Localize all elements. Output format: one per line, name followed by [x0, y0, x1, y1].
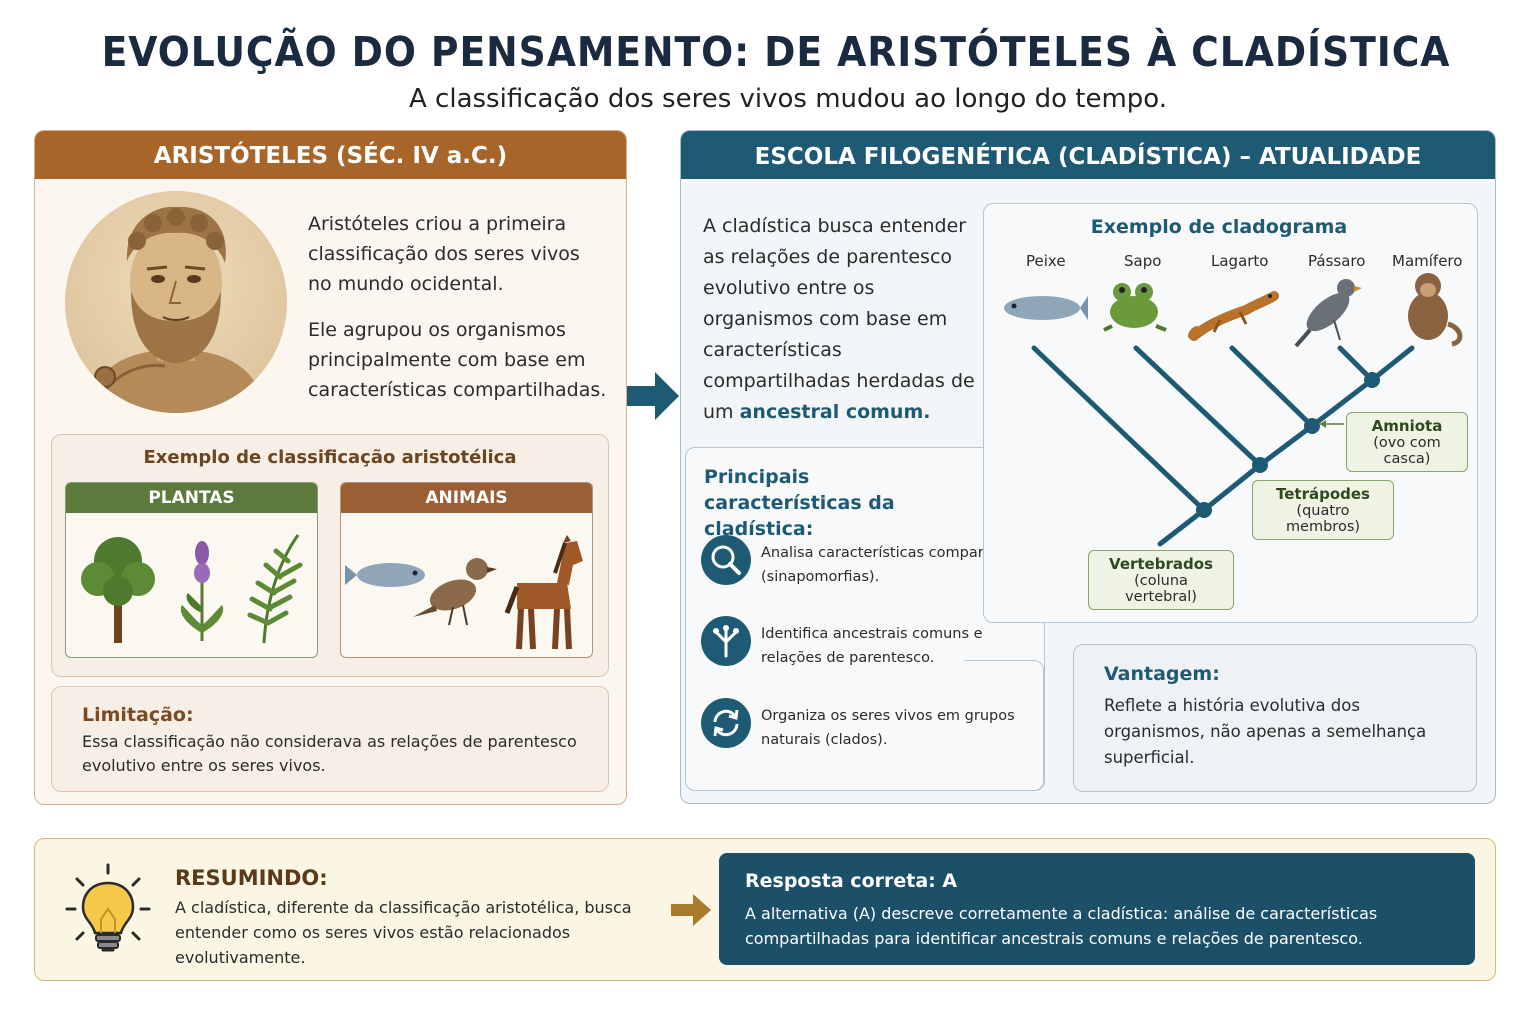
- taxon-label: Peixe: [1026, 252, 1066, 270]
- cycle-arrows-icon: [701, 698, 751, 748]
- aristotle-text-2: Ele agrupou os organismos principalmente…: [308, 319, 607, 401]
- bird-icon: [1294, 279, 1362, 348]
- arrow-right-icon: [671, 894, 711, 926]
- taxon-label: Pássaro: [1308, 252, 1366, 270]
- cladistics-intro-text: A cladística busca entender as relações …: [703, 215, 975, 423]
- plants-label: PLANTAS: [66, 483, 317, 513]
- aristotle-heading: ARISTÓTELES (SÉC. IV a.C.): [35, 131, 626, 179]
- answer-box: Resposta correta: A A alternativa (A) de…: [719, 853, 1475, 965]
- limitation-text: Essa classificação não considerava as re…: [82, 732, 577, 775]
- feature-item: Organiza os seres vivos em grupos natura…: [701, 698, 1041, 758]
- aristotle-text-1: Aristóteles criou a primeira classificaç…: [308, 213, 580, 295]
- plants-group: PLANTAS: [65, 482, 318, 658]
- cladogram-title: Exemplo de cladograma: [1090, 216, 1348, 238]
- summary-title: RESUMINDO:: [175, 866, 328, 890]
- clade-tag-tetrapodes: Tetrápodes (quatro membros): [1252, 480, 1394, 540]
- frog-icon: [1103, 283, 1167, 332]
- horse-icon: [504, 535, 583, 650]
- advantage-box: Vantagem: Reflete a história evolutiva d…: [1073, 644, 1477, 792]
- animals-group: ANIMAIS: [340, 482, 593, 658]
- clade-tag-vertebrados: Vertebrados (coluna vertebral): [1088, 550, 1234, 610]
- limitation-title: Limitação:: [82, 704, 194, 726]
- page-title: EVOLUÇÃO DO PENSAMENTO: DE ARISTÓTELES À…: [101, 28, 1451, 76]
- page-subtitle: A classificação dos seres vivos mudou ao…: [409, 84, 1167, 114]
- fish-icon: [1004, 296, 1088, 320]
- common-ancestor-highlight: ancestral comum.: [739, 401, 931, 423]
- summary-box: RESUMINDO: A cladística, diferente da cl…: [34, 838, 1496, 981]
- fern-icon: [247, 534, 303, 644]
- taxon-label: Lagarto: [1211, 252, 1269, 270]
- taxon-label: Sapo: [1124, 252, 1162, 270]
- aristotelian-example-box: Exemplo de classificação aristotélica PL…: [51, 434, 609, 677]
- tree-icon: [81, 537, 155, 643]
- lavender-flower-icon: [180, 541, 224, 641]
- feature-text: Organiza os seres vivos em grupos natura…: [761, 708, 1015, 748]
- advantage-title: Vantagem:: [1104, 663, 1220, 685]
- aristotle-description: Aristóteles criou a primeira classificaç…: [308, 209, 608, 421]
- cladistics-panel: ESCOLA FILOGENÉTICA (CLADÍSTICA) – ATUAL…: [680, 130, 1496, 804]
- monkey-icon: [1408, 273, 1463, 347]
- lightbulb-icon: [65, 863, 151, 952]
- lizard-icon: [1188, 291, 1279, 341]
- arrow-right-icon: [627, 372, 679, 420]
- answer-text: A alternativa (A) descreve corretamente …: [745, 904, 1378, 948]
- magnifier-icon: [701, 535, 751, 585]
- cladistics-intro: A cladística busca entender as relações …: [703, 211, 988, 428]
- branch-tree-icon: [701, 616, 751, 666]
- summary-text: A cladística, diferente da classificação…: [175, 898, 632, 967]
- feature-item: Analisa características compartilhadas (…: [701, 535, 1041, 595]
- cladogram-box: Exemplo de cladograma Peixe Sapo Lagarto…: [983, 203, 1478, 623]
- fish-icon: [345, 563, 425, 587]
- features-title: Principais características da cladística…: [704, 466, 895, 540]
- animals-label: ANIMAIS: [341, 483, 592, 513]
- aristotle-portrait: [65, 191, 287, 413]
- aristotle-panel: ARISTÓTELES (SÉC. IV a.C.) Aristóteles c…: [34, 130, 627, 805]
- limitation-box: Limitação: Essa classificação não consid…: [51, 686, 609, 792]
- advantage-text: Reflete a história evolutiva dos organis…: [1104, 696, 1427, 767]
- clade-tag-amniota: Amniota (ovo com casca): [1346, 412, 1468, 472]
- answer-title: Resposta correta: A: [745, 870, 958, 892]
- feature-item: Identifica ancestrais comuns e relações …: [701, 616, 1041, 676]
- feature-text: Analisa características compartilhadas (…: [761, 545, 1042, 585]
- bird-icon: [413, 558, 497, 626]
- features-box-extension: [964, 660, 1044, 791]
- cladogram-diagram: [1004, 273, 1463, 547]
- example-title: Exemplo de classificação aristotélica: [143, 447, 517, 468]
- feature-text: Identifica ancestrais comuns e relações …: [761, 626, 983, 666]
- taxon-label: Mamífero: [1392, 252, 1463, 270]
- cladistics-heading: ESCOLA FILOGENÉTICA (CLADÍSTICA) – ATUAL…: [681, 131, 1495, 179]
